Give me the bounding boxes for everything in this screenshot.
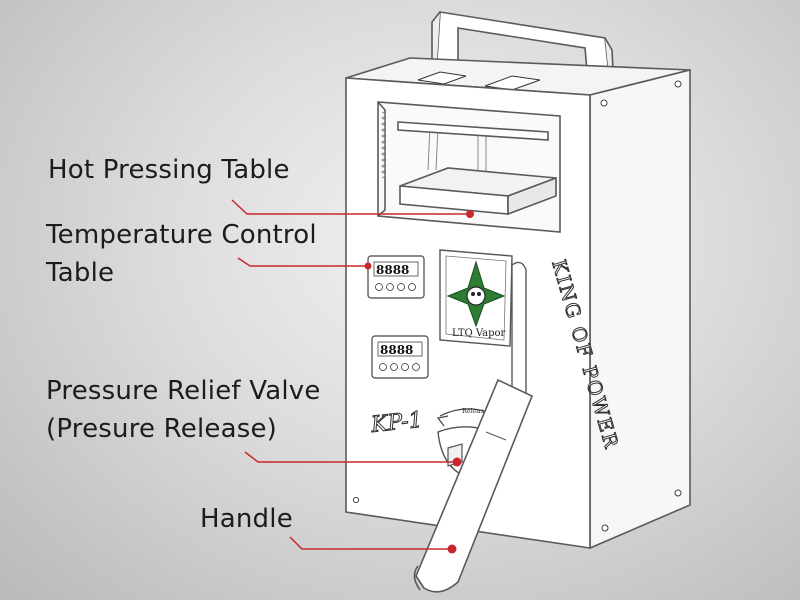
hot-pressing-table-plate bbox=[399, 167, 557, 216]
brand-badge: LTQ Vapor bbox=[439, 249, 513, 347]
temperature-display-upper: 8888 bbox=[367, 255, 425, 299]
callout-pressure-relief-valve: Pressure Relief Valve (Presure Release) bbox=[46, 376, 321, 444]
callout-temperature-control-table: Temperature Control Table bbox=[46, 220, 317, 288]
side-screws bbox=[600, 80, 682, 532]
upper-display-digits: 8888 bbox=[376, 263, 409, 277]
leader-temperature-control bbox=[237, 257, 368, 267]
lower-display-digits: 8888 bbox=[380, 343, 413, 357]
press-lever bbox=[413, 378, 534, 593]
leader-handle bbox=[289, 536, 452, 550]
release-dial-label: Release bbox=[462, 407, 488, 415]
handle-slot bbox=[511, 261, 527, 405]
model-text: KP-1 bbox=[369, 408, 424, 438]
leader-pressure-relief bbox=[244, 451, 457, 463]
leader-lines bbox=[231, 199, 470, 550]
brand-badge-text: LTQ Vapor bbox=[452, 328, 506, 339]
warning-stickers bbox=[417, 71, 541, 91]
callout-handle: Handle bbox=[200, 504, 293, 534]
housing-side bbox=[589, 68, 691, 550]
callout-hot-pressing-table: Hot Pressing Table bbox=[48, 155, 290, 185]
leader-endpoints bbox=[364, 210, 474, 554]
housing-bottom-screws bbox=[352, 496, 360, 504]
temperature-display-lower: 8888 bbox=[371, 335, 429, 379]
skull-icon bbox=[466, 286, 486, 306]
leader-hot-pressing-table bbox=[231, 199, 470, 215]
